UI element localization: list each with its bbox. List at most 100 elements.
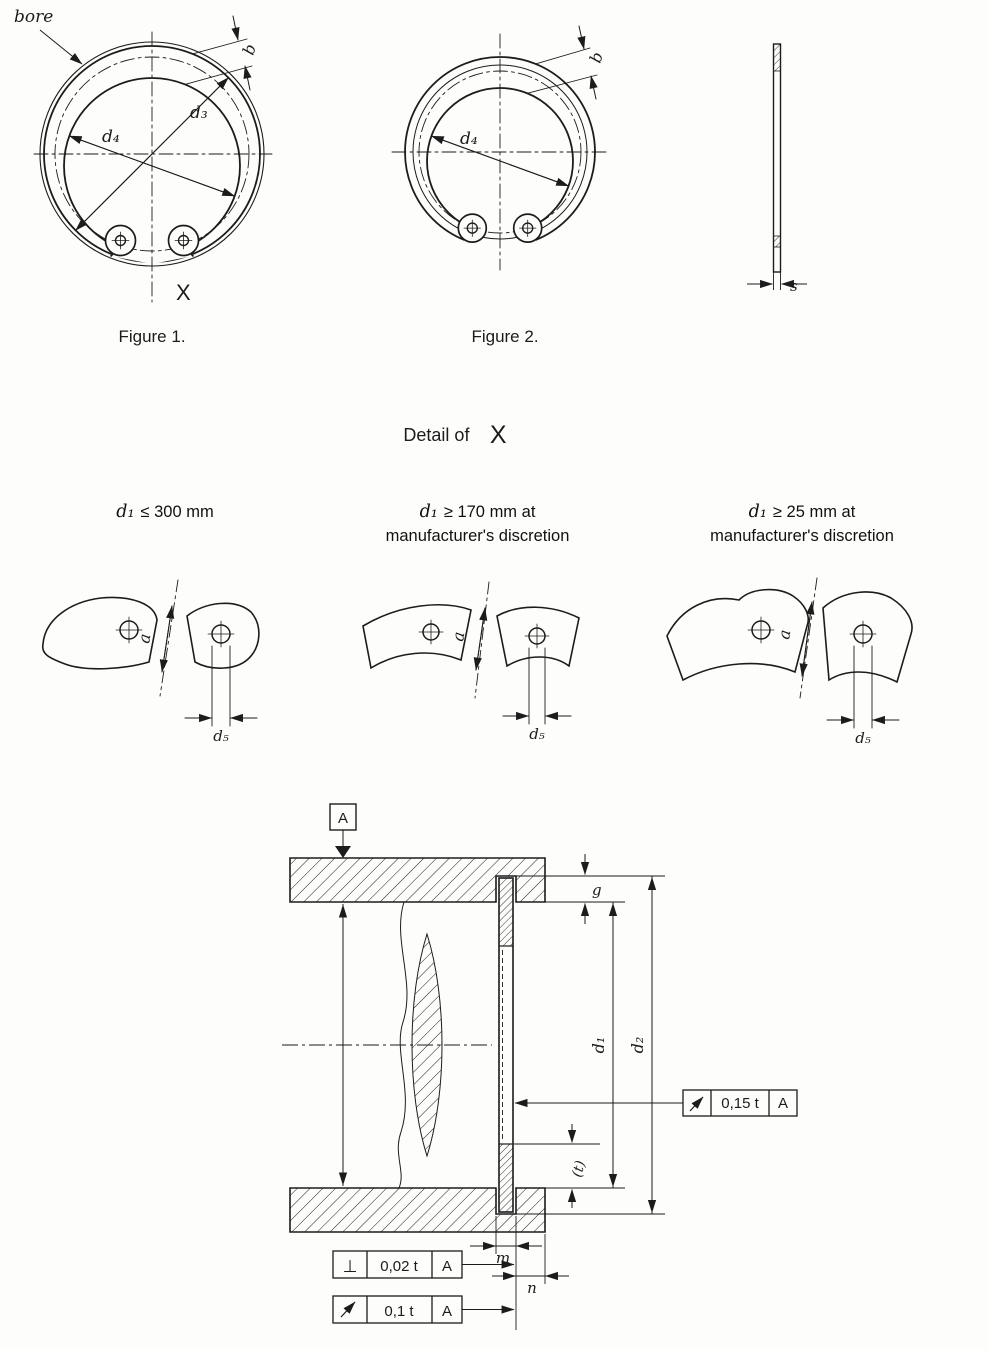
perpendicularity-icon: ⊥ [343,1257,358,1276]
d1-dimension: d₁ [589,902,618,1188]
d2-label: d₂ [628,1037,647,1054]
s-dimension: s [747,272,807,295]
detail-heading-symbol: X [489,421,507,449]
bore-leader-arrow [39,29,83,65]
right-lug [512,213,543,243]
detail-condition-3: d₁ ≥ 25 mm at manufacturer's discretion [652,500,952,548]
left-lug [457,213,488,243]
d5-dimension: d₅ [502,647,572,743]
datum-a-indicator: A [329,803,357,1186]
b-label: b [239,42,260,58]
section-hatch-lower [773,235,781,248]
section-hatch-top [773,43,781,72]
tolerance-frame-perpendicularity: ⊥ 0,02 t A [332,1250,515,1279]
left-lug [104,224,137,257]
datum-a-label: A [338,810,348,827]
d2-dimension: d₂ [628,876,657,1214]
b-label: b [586,50,607,66]
ring-cut-hatch-bottom [498,1143,514,1213]
tolerance-datum: A [442,1258,452,1275]
figure-2-caption: Figure 2. [471,327,538,346]
right-lug [167,224,200,257]
figure-1-drawing: d₃ d₄ b X Figure 1. [33,15,273,346]
d4-dimension: d₄ [68,127,236,197]
d5-dimension: d₅ [184,645,258,745]
d5-label: d₅ [213,727,229,745]
detail-drawings-canvas: a d₅ a [41,577,913,747]
tolerance-datum: A [442,1303,452,1320]
left-lug-hole [418,619,444,645]
t-reference-dimension: (t) [567,1124,589,1208]
circular-runout-icon [689,1096,704,1112]
d3-dimension: d₃ [75,77,229,231]
figure-1-caption: Figure 1. [118,327,185,346]
g-label: g [592,881,602,899]
d1-label: d₁ [589,1037,608,1054]
d1-symbol: d₁ [748,502,767,522]
right-lug-hole [524,623,550,649]
m-dimension: m [470,1241,542,1267]
circular-runout-icon [340,1301,356,1318]
bore-callout: bore [14,7,83,65]
d1-symbol: d₁ [419,502,438,522]
gap-centerline [474,581,490,699]
condition-line2: manufacturer's discretion [385,526,570,545]
n-dimension: n [492,1271,569,1297]
detail-variant-1: a d₅ [41,579,260,745]
gap-centerline [159,579,179,697]
left-lug-end [41,596,158,670]
tolerance-value: 0,1 t [384,1303,414,1320]
bore-label: bore [14,7,53,27]
ring-side-view: s [747,43,807,295]
retaining-ring-section [498,877,514,1213]
a-dimension: a [774,601,815,677]
detail-variant-2: a d₅ [362,581,580,743]
figure-2-drawing: d₄ b Figure 2. [391,25,611,346]
right-lug-hole [207,620,235,648]
detail-heading-prefix: Detail of [403,425,470,445]
detail-heading: Detail of X [0,421,910,450]
left-lug-end [362,604,472,670]
gap-centerline [799,577,818,699]
d5-label: d₅ [855,729,871,747]
a-dimension: a [448,607,488,671]
detail-condition-1: d₁ ≤ 300 mm [30,500,300,525]
d1-symbol: d₁ [116,502,135,522]
d5-label: d₅ [529,725,545,743]
top-figures-canvas: bore d₃ d [14,7,807,346]
break-line [397,901,408,1189]
left-lug-hole [115,616,143,644]
n-label: n [527,1279,537,1297]
d3-label: d₃ [190,103,208,123]
installation-section-canvas: A g d₁ d₂ (t) [282,803,798,1330]
condition-text: ≤ 300 mm [140,503,214,521]
tolerance-frame-runout-01: 0,1 t A [332,1295,515,1324]
right-lug-hole [849,620,877,648]
b-dimension: b [526,25,607,100]
datum-triangle [335,846,351,858]
ring-cut-hatch-top [498,877,514,947]
tolerance-frame-runout-015: 0,15 t A [514,1089,798,1117]
a-label: a [774,628,794,640]
g-dimension: g [580,854,602,924]
d4-label: d₄ [460,129,478,149]
condition-line2: manufacturer's discretion [710,526,894,545]
b-dimension: b [184,15,260,91]
condition-text: ≥ 25 mm at [772,503,856,521]
detail-condition-2: d₁ ≥ 170 mm at manufacturer's discretion [325,500,630,548]
d5-dimension: d₅ [826,645,900,747]
detail-x-marker: X [176,280,191,305]
a-dimension: a [134,605,175,673]
left-lug-hole [747,616,775,644]
condition-text: ≥ 170 mm at [443,503,536,521]
detail-variant-3: a d₅ [666,577,913,747]
extension-lines [495,875,665,1330]
tolerance-value: 0,15 t [721,1095,759,1112]
s-label: s [790,277,798,295]
tolerance-value: 0,02 t [380,1258,418,1275]
a-label: a [448,630,468,642]
left-lug-end [666,588,809,682]
t-ref-label: (t) [569,1159,589,1179]
d4-dimension: d₄ [430,129,570,187]
